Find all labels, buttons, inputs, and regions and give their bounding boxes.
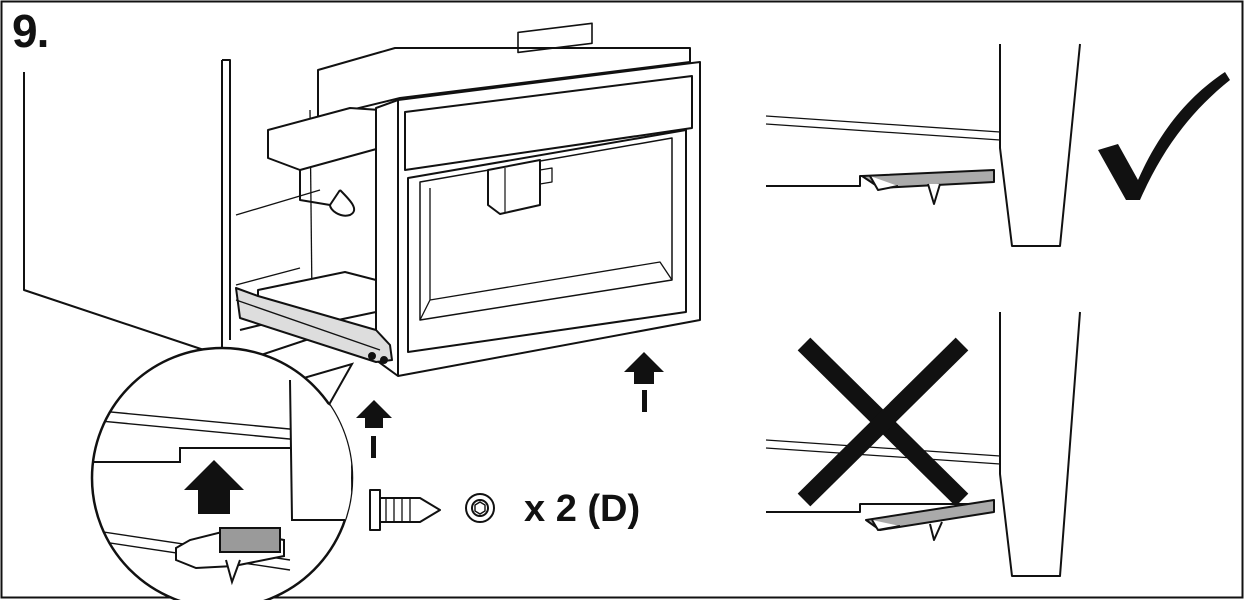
callout-connector: [289, 362, 355, 411]
arrow-up-icon: [624, 352, 664, 412]
detail-magnifier: [90, 346, 354, 600]
step-number: 9.: [12, 5, 49, 57]
incorrect-example: [765, 311, 1081, 577]
arrow-up-icon: [356, 400, 392, 458]
checkmark-icon: [1098, 72, 1230, 200]
screw-icon: [369, 489, 441, 531]
cross-icon: [797, 337, 969, 507]
quantity-label: x 2 (D): [524, 488, 641, 530]
torx-head-icon: [465, 493, 495, 523]
correct-example: [765, 43, 1081, 247]
coffee-machine: [235, 22, 701, 377]
